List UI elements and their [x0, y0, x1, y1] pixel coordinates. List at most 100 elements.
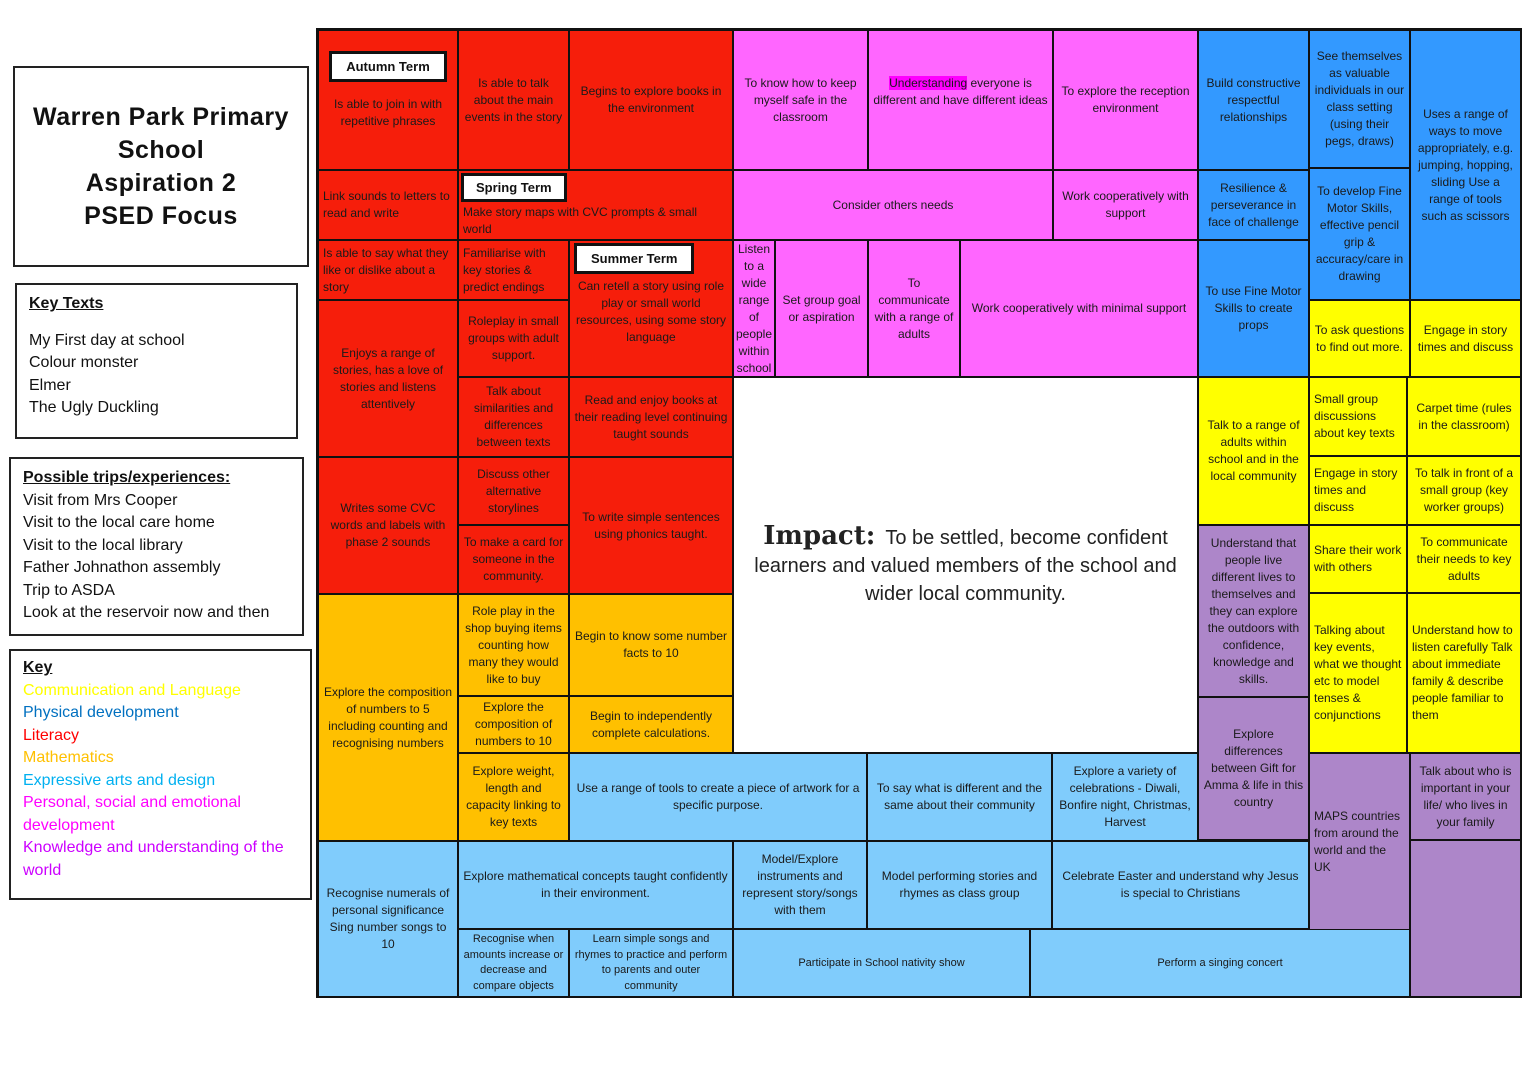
spring-term-label: Spring Term	[461, 173, 567, 202]
curriculum-grid: Autumn Term Is able to join in with repet…	[316, 28, 1522, 998]
cell-literacy: Roleplay in small groups with adult supp…	[458, 300, 569, 377]
impact-statement: Impact:To be settled, become confident l…	[733, 377, 1198, 753]
cell-psed: To explore the reception environment	[1053, 30, 1198, 170]
cell-communication: Engage in story times and discuss	[1309, 456, 1407, 525]
key-text-item: Colour monster	[29, 354, 139, 371]
cell-understanding-world: Explore differences between Gift for Amm…	[1198, 697, 1309, 840]
trip-item: Trip to ASDA	[23, 581, 115, 599]
key-literacy: Literacy	[23, 726, 80, 744]
cell-psed: Understanding everyone is different and …	[868, 30, 1053, 170]
cell-literacy: Familiarise with key stories & predict e…	[458, 240, 569, 300]
cell-physical: To develop Fine Motor Skills, effective …	[1309, 168, 1410, 300]
key-texts-box: Key Texts My First day at school Colour …	[15, 283, 298, 439]
cell-psed: Work cooperatively with support	[1053, 170, 1198, 240]
cell-literacy: Discuss other alternative storylines	[458, 457, 569, 525]
summer-term-label: Summer Term	[574, 243, 695, 274]
cell-text: everyone is different and have different…	[873, 76, 1048, 107]
school-name: Warren Park Primary	[33, 102, 289, 131]
school-name-2: School	[117, 135, 205, 164]
trip-item: Look at the reservoir now and then	[23, 604, 270, 621]
key-psed: Personal, social and emotional developme…	[23, 794, 241, 834]
cell-communication: Carpet time (rules in the classroom)	[1407, 377, 1521, 456]
cell-mathematics: Explore the composition of numbers to 5 …	[318, 594, 458, 841]
cell-physical: Build constructive respectful relationsh…	[1198, 30, 1309, 170]
cell-expressive-arts: To say what is different and the same ab…	[867, 753, 1052, 841]
cell-literacy: Writes some CVC words and labels with ph…	[318, 457, 458, 594]
cell-expressive-arts: Recognise when amounts increase or decre…	[458, 929, 569, 997]
key-text-item: My First day at school	[29, 331, 185, 349]
key-text-item: Elmer	[29, 376, 71, 394]
key-box: Key Communication and Language Physical …	[9, 649, 312, 900]
cell-understanding-world: MAPS countries from around the world and…	[1309, 753, 1410, 930]
cell-communication: To talk in front of a small group (key w…	[1407, 456, 1521, 525]
cell-text: Is able to join in with repetitive phras…	[333, 97, 443, 128]
cell-mathematics: Explore weight, length and capacity link…	[458, 753, 569, 841]
trip-item: Father Johnathon assembly	[23, 559, 221, 576]
key-heading: Key	[23, 659, 53, 676]
cell-communication: To communicate their needs to key adults	[1407, 525, 1521, 593]
key-mathematics: Mathematics	[23, 749, 114, 766]
cell-literacy: Is able to say what they like or dislike…	[318, 240, 458, 300]
cell-physical: Resilience & perseverance in face of cha…	[1198, 170, 1309, 240]
autumn-term-label: Autumn Term	[329, 51, 447, 82]
cell-expressive-arts: Celebrate Easter and understand why Jesu…	[1052, 841, 1309, 929]
key-physical: Physical development	[23, 704, 179, 721]
trip-item: Visit to the local library	[23, 536, 183, 554]
cell-psed: Set group goal or aspiration	[775, 240, 868, 377]
cell-expressive-arts: Explore mathematical concepts taught con…	[458, 841, 733, 929]
cell-literacy: Talk about similarities and differences …	[458, 377, 569, 457]
cell-text: Can retell a story using role play or sm…	[575, 279, 727, 344]
key-communication: Communication and Language	[23, 681, 241, 699]
cell-psed: Consider others needs	[733, 170, 1053, 240]
highlighted-text: Understanding	[889, 76, 968, 90]
cell-expressive-arts: Recognise numerals of personal significa…	[318, 841, 458, 997]
cell-mathematics: Role play in the shop buying items count…	[458, 594, 569, 696]
focus: PSED Focus	[84, 201, 238, 230]
cell-physical: Uses a range of ways to move appropriate…	[1410, 30, 1521, 300]
cell-psed: Work cooperatively with minimal support	[960, 240, 1198, 377]
key-texts-heading: Key Texts	[29, 295, 104, 312]
cell-expressive-arts: Use a range of tools to create a piece o…	[569, 753, 867, 841]
trip-item: Visit from Mrs Cooper	[23, 491, 178, 509]
cell-communication: Share their work with others	[1309, 525, 1407, 593]
cell-understanding-world: Talk about who is important in your life…	[1410, 753, 1521, 840]
impact-label: Impact:	[763, 521, 876, 551]
title-box: Warren Park Primary School Aspiration 2 …	[13, 66, 309, 267]
cell-physical: To use Fine Motor Skills to create props	[1198, 240, 1309, 377]
cell-psed: To know how to keep myself safe in the c…	[733, 30, 868, 170]
cell-expressive-arts: Explore a variety of celebrations - Diwa…	[1052, 753, 1198, 841]
cell-communication: Talking about key events, what we though…	[1309, 593, 1407, 753]
cell-expressive-arts: Model performing stories and rhymes as c…	[867, 841, 1052, 929]
cell-expressive-arts: Model/Explore instruments and represent …	[733, 841, 867, 929]
aspiration: Aspiration 2	[85, 168, 237, 197]
cell-mathematics: Begin to independently complete calculat…	[569, 696, 733, 753]
cell-expressive-arts: Participate in School nativity show	[733, 929, 1030, 997]
cell-understanding-world: Understand that people live different li…	[1198, 525, 1309, 697]
cell-literacy: To write simple sentences using phonics …	[569, 457, 733, 594]
cell-understanding-world-empty	[1410, 840, 1521, 997]
cell-mathematics: Begin to know some number facts to 10	[569, 594, 733, 696]
cell-mathematics: Explore the composition of numbers to 10	[458, 696, 569, 753]
cell-communication: Engage in story times and discuss	[1410, 300, 1521, 377]
cell-text: Make story maps with CVC prompts & small…	[463, 205, 698, 236]
cell-literacy: Autumn Term Is able to join in with repet…	[318, 30, 458, 170]
cell-communication: Understand how to listen carefully Talk …	[1407, 593, 1521, 753]
key-text-item: The Ugly Duckling	[29, 399, 159, 416]
key-expressive-arts: Expressive arts and design	[23, 771, 216, 789]
cell-expressive-arts: Perform a singing concert	[1030, 929, 1410, 997]
impact-text: To be settled, become confident learners…	[754, 527, 1177, 605]
cell-literacy: Link sounds to letters to read and write	[318, 170, 458, 240]
cell-psed: Listen to a wide range of people within …	[733, 240, 775, 377]
cell-literacy: Read and enjoy books at their reading le…	[569, 377, 733, 457]
cell-literacy: Is able to talk about the main events in…	[458, 30, 569, 170]
trip-item: Visit to the local care home	[23, 514, 215, 531]
trips-heading: Possible trips/experiences:	[23, 469, 231, 486]
cell-physical: See themselves as valuable individuals i…	[1309, 30, 1410, 168]
cell-communication: Small group discussions about key texts	[1309, 377, 1407, 456]
cell-literacy: To make a card for someone in the commun…	[458, 525, 569, 594]
cell-communication: Talk to a range of adults within school …	[1198, 377, 1309, 525]
trips-box: Possible trips/experiences: Visit from M…	[9, 457, 304, 636]
cell-literacy: Enjoys a range of stories, has a love of…	[318, 300, 458, 457]
